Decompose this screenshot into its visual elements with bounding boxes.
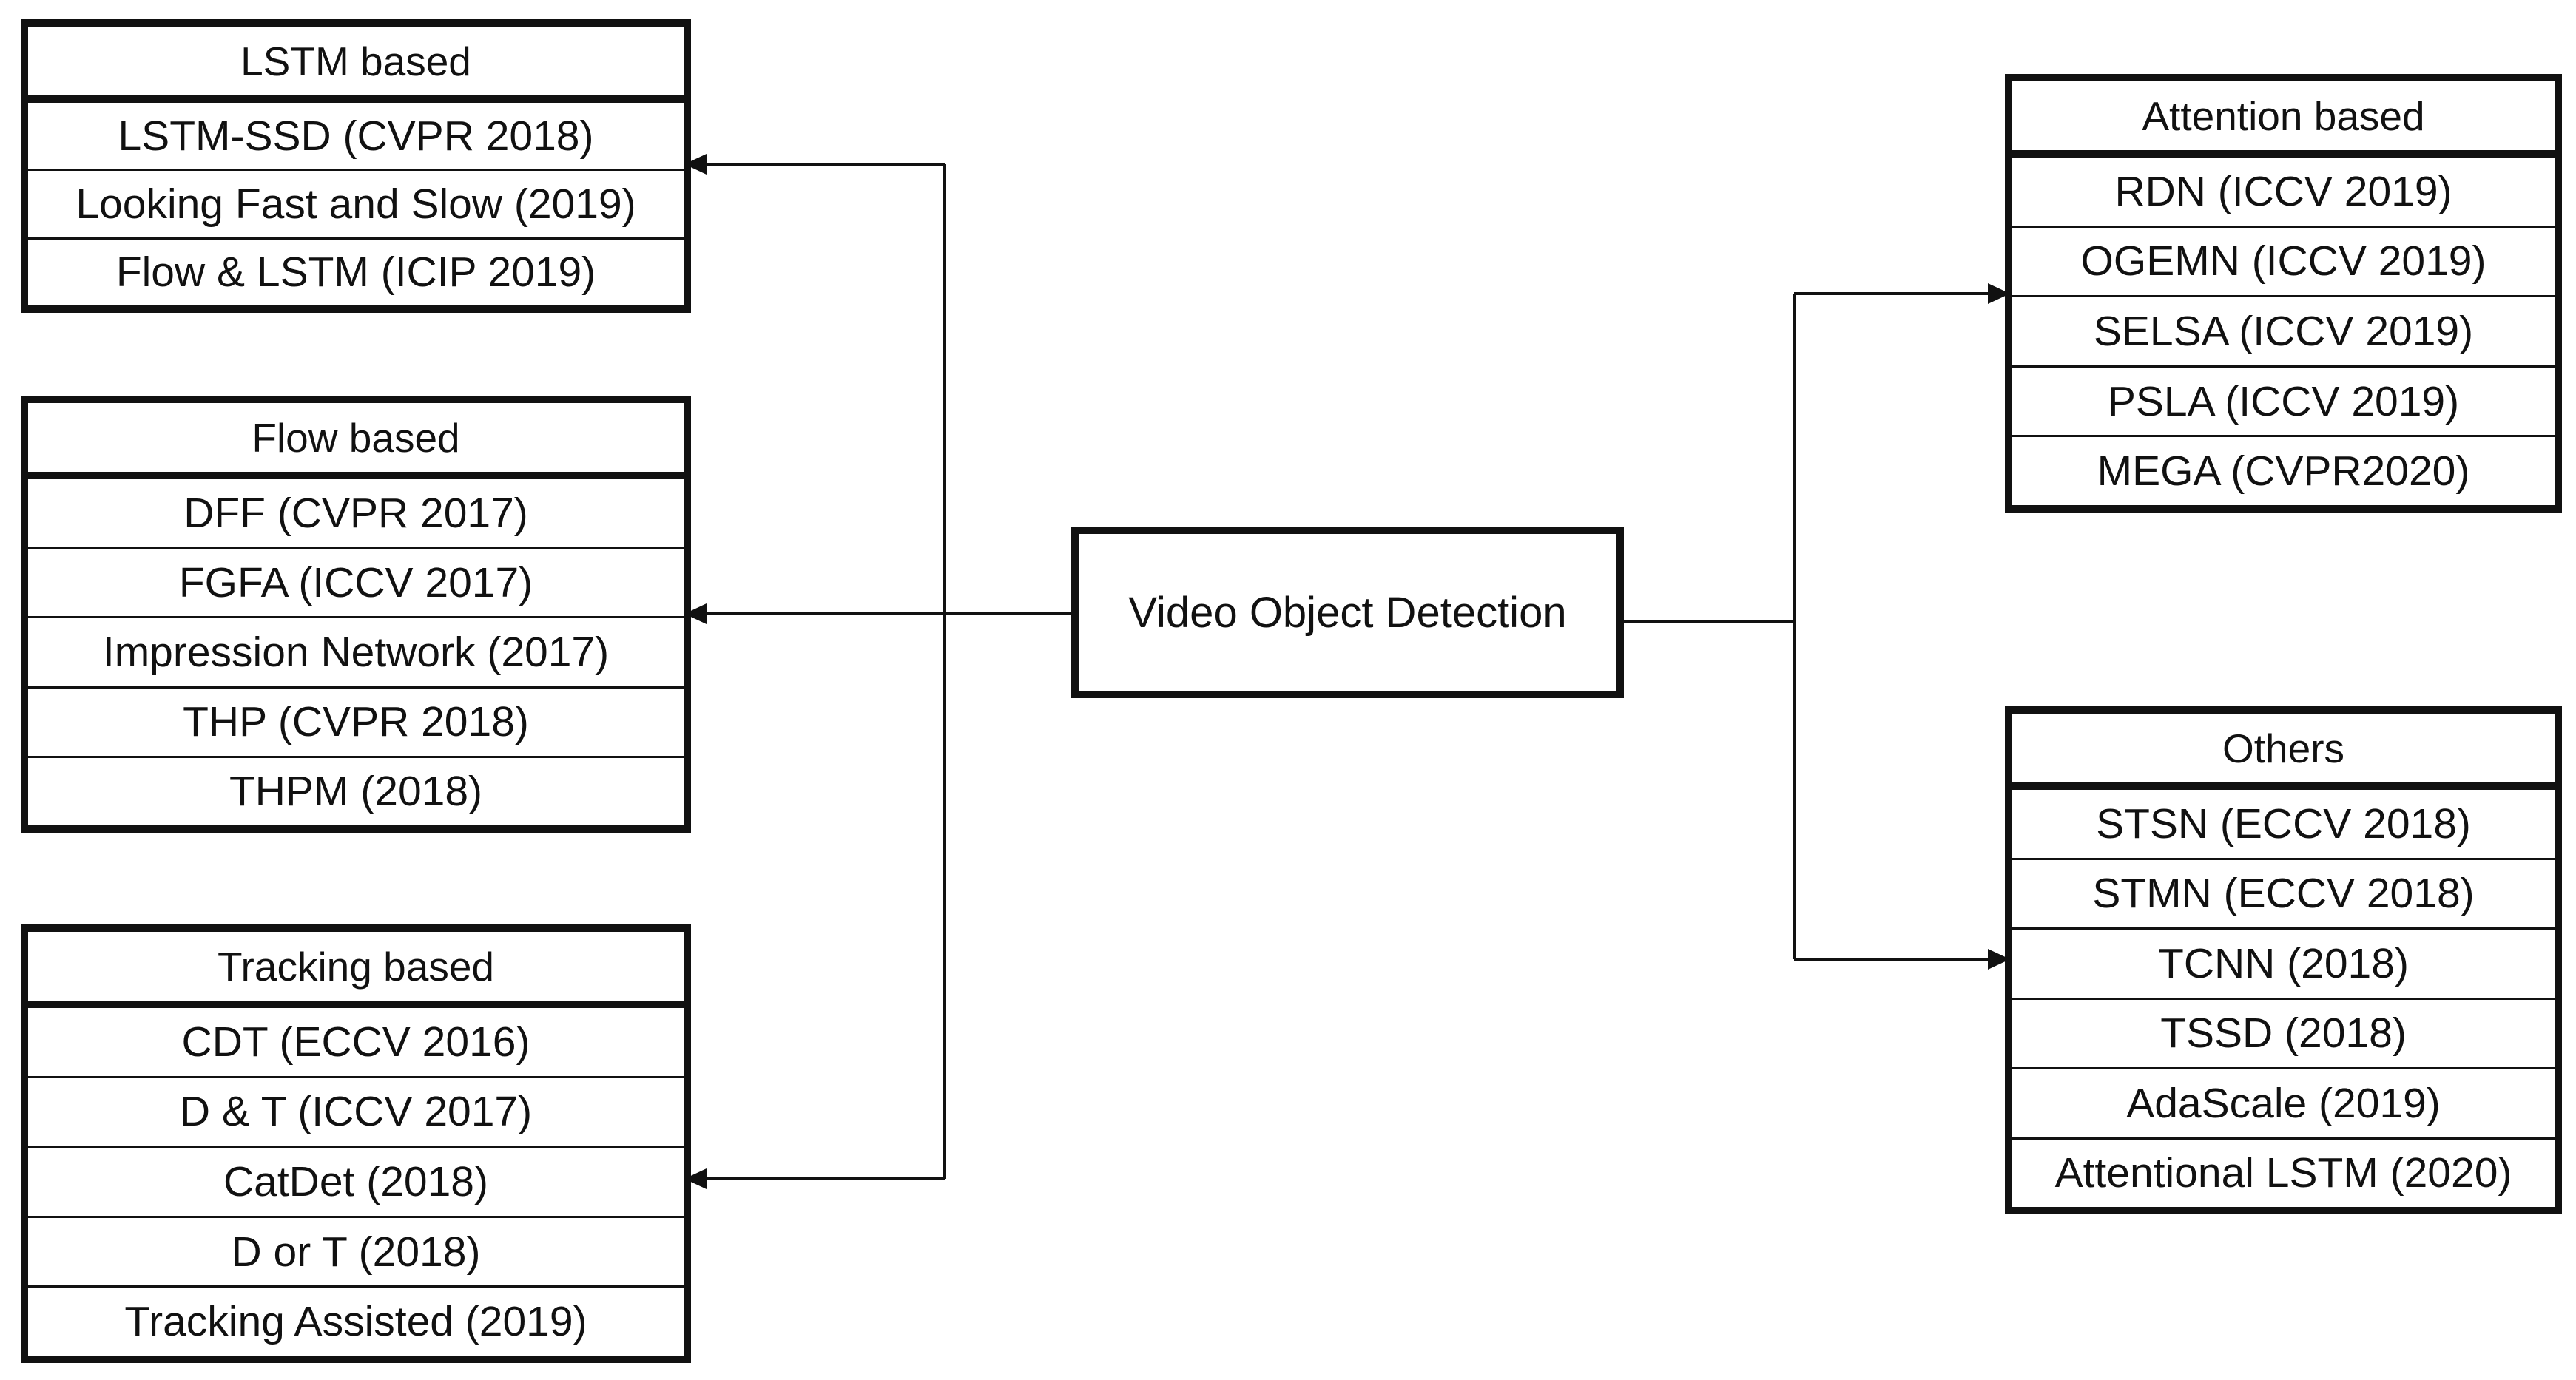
arrowhead-tracking <box>684 1168 707 1189</box>
arrowhead-lstm <box>684 154 707 175</box>
category-title: Attention based <box>2012 81 2555 158</box>
list-item: Flow & LSTM (ICIP 2019) <box>28 237 684 305</box>
category-items: STSN (ECCV 2018) STMN (ECCV 2018) TCNN (… <box>2012 790 2555 1207</box>
list-item: OGEMN (ICCV 2019) <box>2012 225 2555 296</box>
list-item: FGFA (ICCV 2017) <box>28 547 684 616</box>
list-item: STSN (ECCV 2018) <box>2096 799 2471 848</box>
list-item: D & T (ICCV 2017) <box>28 1075 684 1146</box>
category-items: CDT (ECCV 2016) D & T (ICCV 2017) CatDet… <box>28 1008 684 1356</box>
list-item: LSTM-SSD (CVPR 2018) <box>118 112 594 160</box>
list-item: THP (CVPR 2018) <box>28 686 684 756</box>
category-title: LSTM based <box>28 27 684 103</box>
list-item: D or T (2018) <box>28 1215 684 1286</box>
list-item: CatDet (2018) <box>28 1146 684 1216</box>
list-item: AdaScale (2019) <box>2012 1067 2555 1137</box>
category-title-text: Others <box>2222 725 2345 771</box>
category-title-text: Flow based <box>252 414 460 461</box>
list-item: Tracking Assisted (2019) <box>28 1285 684 1356</box>
category-title-text: LSTM based <box>240 38 471 84</box>
center-node: Video Object Detection <box>1071 527 1624 698</box>
category-title: Flow based <box>28 403 684 479</box>
category-tracking-based: Tracking based CDT (ECCV 2016) D & T (IC… <box>21 924 691 1363</box>
list-item: Looking Fast and Slow (2019) <box>28 169 684 237</box>
list-item: STMN (ECCV 2018) <box>2012 857 2555 928</box>
category-title: Tracking based <box>28 932 684 1008</box>
arrowhead-attention <box>1988 283 2010 304</box>
center-node-label: Video Object Detection <box>1128 588 1567 637</box>
list-item: THPM (2018) <box>28 755 684 825</box>
list-item: Attentional LSTM (2020) <box>2012 1137 2555 1208</box>
category-lstm-based: LSTM based LSTM-SSD (CVPR 2018) Looking … <box>21 19 691 313</box>
category-title: Others <box>2012 714 2555 790</box>
list-item: TCNN (2018) <box>2012 927 2555 998</box>
list-item: DFF (CVPR 2017) <box>183 489 528 537</box>
list-item: CDT (ECCV 2016) <box>181 1018 530 1066</box>
category-flow-based: Flow based DFF (CVPR 2017) FGFA (ICCV 20… <box>21 396 691 833</box>
category-attention-based: Attention based RDN (ICCV 2019) OGEMN (I… <box>2005 74 2562 513</box>
category-others: Others STSN (ECCV 2018) STMN (ECCV 2018)… <box>2005 706 2562 1214</box>
category-items: RDN (ICCV 2019) OGEMN (ICCV 2019) SELSA … <box>2012 158 2555 505</box>
category-items: LSTM-SSD (CVPR 2018) Looking Fast and Sl… <box>28 103 684 305</box>
category-title-text: Attention based <box>2142 92 2425 139</box>
list-item: TSSD (2018) <box>2012 997 2555 1068</box>
list-item: SELSA (ICCV 2019) <box>2012 295 2555 365</box>
list-item: PSLA (ICCV 2019) <box>2012 365 2555 436</box>
list-item: MEGA (CVPR2020) <box>2012 435 2555 505</box>
category-title-text: Tracking based <box>218 943 494 990</box>
arrowhead-flow <box>684 603 707 624</box>
list-item: Impression Network (2017) <box>28 616 684 686</box>
category-items: DFF (CVPR 2017) FGFA (ICCV 2017) Impress… <box>28 479 684 825</box>
arrowhead-others <box>1988 949 2010 970</box>
list-item: RDN (ICCV 2019) <box>2114 167 2452 215</box>
